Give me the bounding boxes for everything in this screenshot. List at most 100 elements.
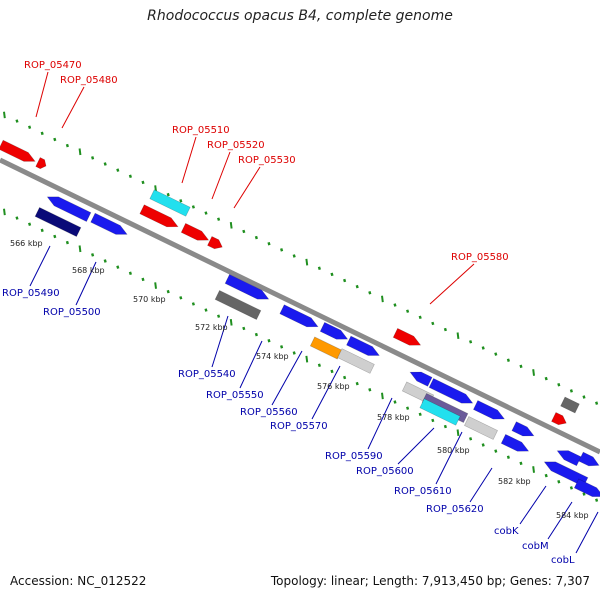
gene-arrow[interactable] bbox=[149, 189, 191, 217]
gene-arrow[interactable] bbox=[90, 212, 130, 239]
tick-mark bbox=[343, 375, 347, 380]
gene-arrow[interactable] bbox=[419, 398, 461, 426]
tick-mark bbox=[242, 326, 246, 331]
tick-mark bbox=[469, 437, 473, 441]
reverse-gene-label[interactable]: ROP_05540 bbox=[178, 369, 236, 380]
tick-mark bbox=[557, 480, 561, 484]
gene-arrow[interactable] bbox=[555, 446, 582, 467]
gene-arrow[interactable] bbox=[319, 321, 350, 343]
gene-arrow[interactable] bbox=[464, 416, 498, 440]
reverse-gene-label[interactable]: ROP_05490 bbox=[2, 288, 60, 299]
tick-mark bbox=[179, 296, 183, 300]
gene-arrow[interactable] bbox=[34, 207, 82, 237]
gene-arrow[interactable] bbox=[578, 451, 600, 470]
leader-line bbox=[367, 397, 393, 450]
tick-mark bbox=[532, 369, 535, 376]
tick-mark bbox=[204, 308, 208, 312]
tick-mark bbox=[418, 412, 422, 417]
gene-arrow[interactable] bbox=[408, 368, 433, 387]
tick-mark bbox=[292, 351, 296, 355]
gene-arrow[interactable] bbox=[214, 290, 262, 320]
tick-mark bbox=[582, 492, 586, 496]
tick-mark bbox=[40, 131, 44, 136]
gene-arrow[interactable] bbox=[224, 274, 271, 303]
gene-arrow[interactable] bbox=[0, 139, 37, 166]
tick-mark bbox=[544, 376, 548, 381]
gene-arrow[interactable] bbox=[392, 327, 423, 349]
gene-arrow[interactable] bbox=[551, 412, 569, 427]
kbp-label: 578 kbp bbox=[377, 413, 410, 422]
reverse-gene-label[interactable]: ROP_05560 bbox=[240, 407, 298, 418]
reverse-gene-label[interactable]: ROP_05570 bbox=[270, 421, 328, 432]
tick-mark bbox=[91, 253, 95, 257]
gene-arrow[interactable] bbox=[511, 421, 536, 441]
forward-gene-label[interactable]: ROP_05520 bbox=[207, 140, 265, 151]
reverse-gene-label[interactable]: cobM bbox=[522, 541, 549, 552]
gene-arrow[interactable] bbox=[473, 400, 506, 424]
reverse-gene-label[interactable]: ROP_05500 bbox=[43, 307, 101, 318]
tick-mark bbox=[15, 216, 19, 220]
tick-mark bbox=[469, 340, 473, 344]
tick-mark bbox=[217, 217, 221, 221]
kbp-label: 572 kbp bbox=[195, 323, 228, 332]
leader-line bbox=[29, 245, 51, 287]
forward-gene-label[interactable]: ROP_05530 bbox=[238, 155, 296, 166]
tick-mark bbox=[368, 388, 372, 392]
tick-mark bbox=[229, 221, 233, 229]
gene-arrow[interactable] bbox=[180, 222, 211, 244]
tick-mark bbox=[267, 241, 271, 246]
leader-line bbox=[75, 261, 97, 306]
kbp-label: 566 kbp bbox=[10, 239, 43, 248]
tick-mark bbox=[141, 277, 145, 282]
reverse-gene-label[interactable]: ROP_05610 bbox=[394, 486, 452, 497]
reverse-gene-label[interactable]: ROP_05600 bbox=[356, 466, 414, 477]
tick-mark bbox=[217, 314, 221, 318]
reverse-gene-label[interactable]: cobK bbox=[494, 526, 519, 537]
gene-arrow[interactable] bbox=[428, 378, 475, 407]
tick-mark bbox=[15, 119, 19, 123]
leader-line bbox=[435, 431, 463, 485]
leader-line bbox=[311, 365, 341, 420]
gene-labels: ROP_05470ROP_05480ROP_05510ROP_05520ROP_… bbox=[2, 60, 575, 566]
tick-mark bbox=[494, 449, 498, 453]
leader-line bbox=[181, 136, 197, 184]
tick-mark bbox=[443, 327, 447, 332]
gene-arrow[interactable] bbox=[573, 478, 600, 501]
tick-mark bbox=[191, 302, 195, 306]
map-title: Rhodococcus opacus B4, complete genome bbox=[147, 8, 453, 24]
leader-line bbox=[519, 485, 547, 525]
gene-arrow[interactable] bbox=[346, 335, 382, 360]
leader-line bbox=[547, 501, 573, 540]
tick-mark bbox=[3, 111, 6, 119]
kbp-label: 576 kbp bbox=[317, 382, 350, 391]
forward-gene-label[interactable]: ROP_05580 bbox=[451, 252, 509, 263]
gene-arrow[interactable] bbox=[45, 192, 92, 222]
gene-arrow[interactable] bbox=[207, 236, 225, 251]
forward-gene-label[interactable]: ROP_05510 bbox=[172, 125, 230, 136]
reverse-gene-label[interactable]: ROP_05550 bbox=[206, 390, 264, 401]
tick-mark bbox=[456, 429, 460, 437]
tick-mark bbox=[330, 369, 334, 374]
reverse-gene-label[interactable]: ROP_05620 bbox=[426, 504, 484, 515]
tick-mark bbox=[53, 137, 57, 142]
forward-gene-label[interactable]: ROP_05470 bbox=[24, 60, 82, 71]
gene-arrow[interactable] bbox=[337, 348, 375, 374]
tick-mark bbox=[494, 352, 498, 356]
accession-label: Accession: NC_012522 bbox=[10, 574, 147, 588]
gene-arrow[interactable] bbox=[309, 336, 343, 360]
gene-arrow[interactable] bbox=[279, 304, 320, 331]
reverse-gene-label[interactable]: ROP_05590 bbox=[325, 451, 383, 462]
gene-arrow[interactable] bbox=[560, 396, 580, 414]
gene-arrow[interactable] bbox=[500, 433, 531, 455]
gene-arrow[interactable] bbox=[35, 157, 48, 171]
gene-arrow[interactable] bbox=[139, 204, 180, 231]
kbp-label: 580 kbp bbox=[437, 446, 470, 455]
tick-mark bbox=[381, 392, 384, 400]
leader-line bbox=[469, 467, 493, 503]
tick-mark bbox=[65, 143, 69, 148]
tick-mark bbox=[254, 332, 258, 337]
forward-gene-label[interactable]: ROP_05480 bbox=[60, 75, 118, 86]
tick-mark bbox=[65, 240, 69, 245]
reverse-gene-label[interactable]: cobL bbox=[551, 555, 575, 566]
